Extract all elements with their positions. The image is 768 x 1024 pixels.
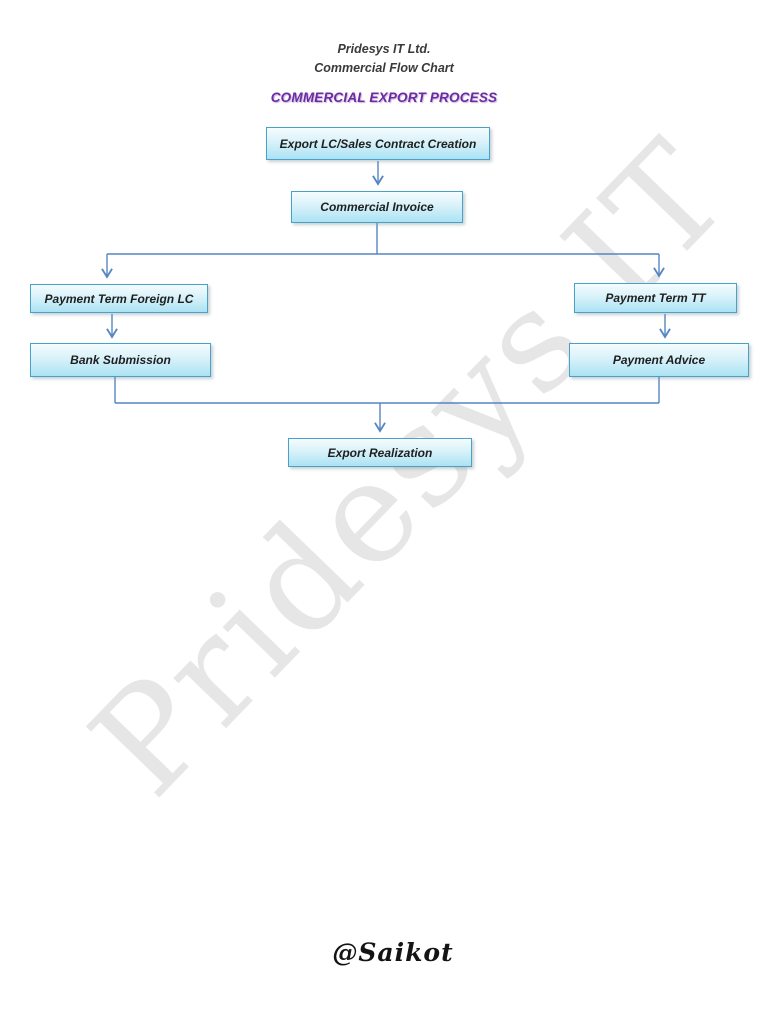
node-export-realization: Export Realization — [288, 438, 472, 467]
node-payment-term-tt: Payment Term TT — [574, 283, 737, 313]
page-title: COMMERCIAL EXPORT PROCESS — [270, 90, 498, 105]
node-payment-term-foreign-lc: Payment Term Foreign LC — [30, 284, 208, 313]
node-payment-advice: Payment Advice — [569, 343, 749, 377]
chart-subtitle: Commercial Flow Chart — [314, 61, 454, 75]
signature: @Saikot — [332, 938, 454, 967]
node-bank-submission: Bank Submission — [30, 343, 211, 377]
node-commercial-invoice: Commercial Invoice — [291, 191, 463, 223]
company-name: Pridesys IT Ltd. — [337, 42, 431, 56]
node-export-lc-sales-contract-creation: Export LC/Sales Contract Creation — [266, 127, 490, 160]
